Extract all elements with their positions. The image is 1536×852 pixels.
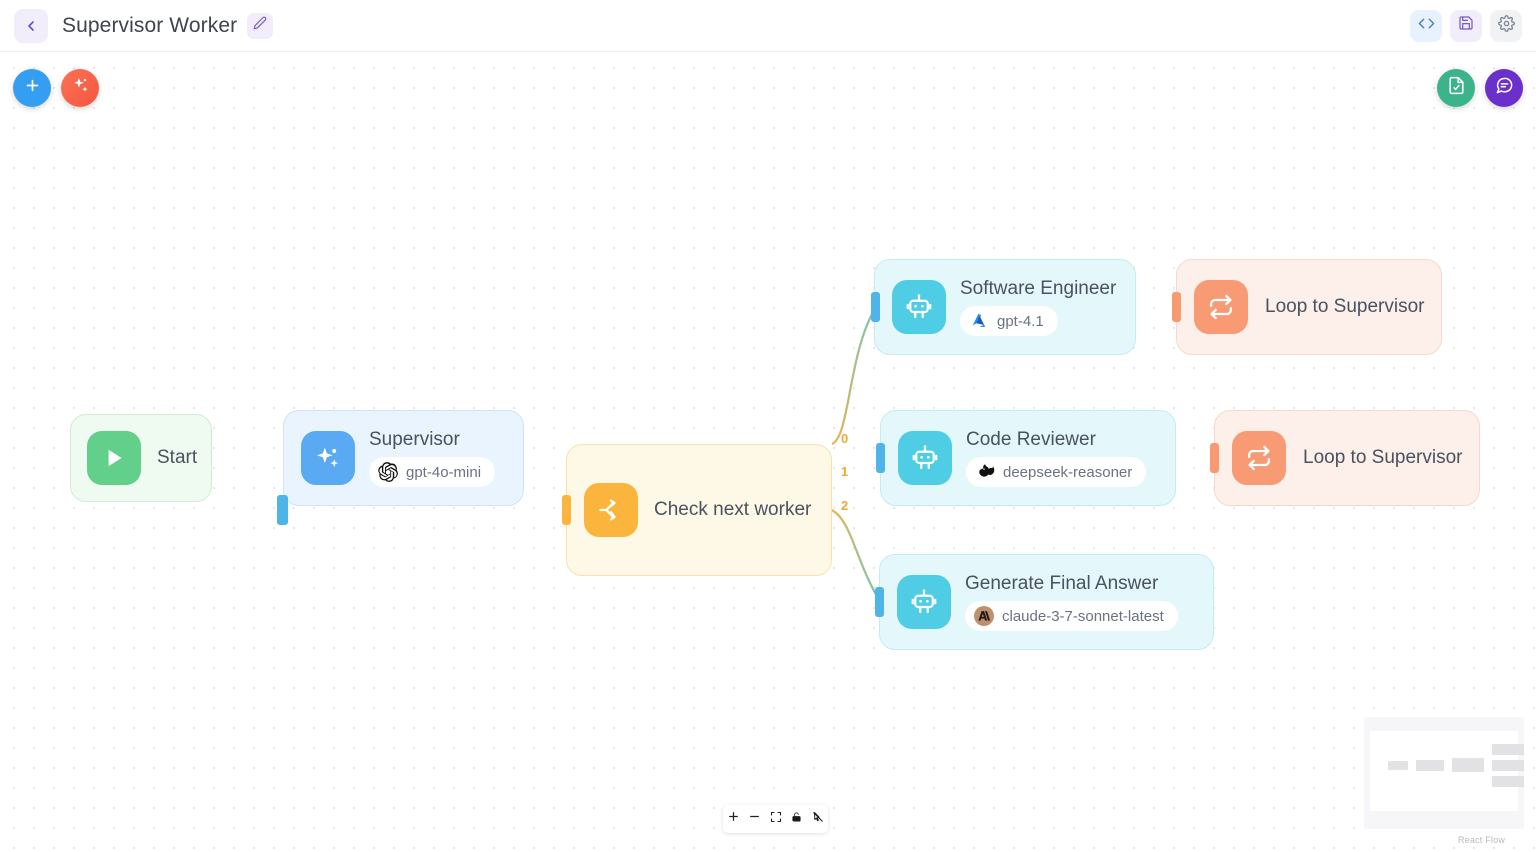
node-title: Loop to Supervisor: [1303, 447, 1463, 468]
minimap-node: [1492, 744, 1524, 755]
node-body: Supervisor gpt-4o-mini: [369, 429, 496, 487]
node-body: Software Engineer gpt-4.1: [960, 278, 1116, 336]
model-name: gpt-4o-mini: [406, 463, 482, 481]
branch-label-1: 1: [841, 464, 849, 479]
ai-generate-button[interactable]: [61, 69, 99, 107]
openai-logo-icon: [378, 462, 398, 482]
anthropic-logo-icon: [974, 606, 994, 626]
lock-icon: [791, 810, 802, 828]
settings-button[interactable]: [1490, 9, 1522, 42]
branch-label-2: 2: [841, 498, 849, 513]
plus-icon: [24, 77, 41, 99]
minimap-node: [1492, 760, 1524, 771]
document-check-icon: [1447, 76, 1466, 100]
node-icon-robot: [897, 575, 951, 629]
branch-label-0: 0: [841, 431, 849, 446]
azure-logo-icon: [969, 311, 989, 331]
page-title: Supervisor Worker: [62, 13, 238, 37]
model-chip[interactable]: gpt-4.1: [960, 306, 1058, 336]
chat-button[interactable]: [1485, 69, 1523, 107]
model-chip[interactable]: deepseek-reasoner: [966, 457, 1147, 487]
handle-loop2-target[interactable]: [1210, 443, 1219, 473]
node-title: Start: [157, 447, 198, 468]
node-icon-play: [87, 431, 141, 485]
handle-software-engineer-target[interactable]: [871, 292, 880, 322]
gear-icon: [1497, 14, 1515, 37]
minimap-node: [1492, 776, 1524, 787]
node-title: Generate Final Answer: [965, 573, 1159, 594]
pointer-off-icon: [812, 810, 824, 828]
interactivity-button[interactable]: [807, 806, 828, 832]
node-title: Software Engineer: [960, 278, 1117, 299]
floppy-disk-icon: [1458, 15, 1474, 36]
pencil-icon: [253, 16, 267, 35]
node-icon-branch: [584, 483, 638, 537]
handle-final-answer-target[interactable]: [875, 587, 884, 617]
node-title: Check next worker: [654, 499, 812, 520]
code-brackets-icon: [1418, 15, 1435, 37]
minus-icon: [748, 810, 761, 828]
handle-supervisor-target[interactable]: [279, 495, 288, 525]
model-name: gpt-4.1: [997, 312, 1044, 330]
chat-bubble-icon: [1495, 76, 1514, 100]
node-icon-loop: [1194, 280, 1248, 334]
edges-layer: [212, 305, 1214, 603]
run-checklist-button[interactable]: [1437, 69, 1475, 107]
node-icon-robot: [892, 280, 946, 334]
node-software-engineer[interactable]: Software Engineer gpt-4.1: [874, 259, 1136, 355]
node-generate-final-answer[interactable]: Generate Final Answer claude-3-7-sonnet-…: [879, 554, 1214, 650]
node-start[interactable]: Start: [70, 414, 212, 502]
header-actions: [1410, 9, 1522, 42]
zoom-out-button[interactable]: [744, 806, 765, 832]
handle-loop1-target[interactable]: [1172, 292, 1181, 322]
node-body: Check next worker: [654, 499, 811, 521]
node-check-next-worker[interactable]: Check next worker: [566, 444, 832, 576]
flow-canvas[interactable]: Start Supervisor gpt-4o-mini Check next …: [0, 52, 1536, 852]
node-body: Code Reviewer deepseek-reasoner: [966, 429, 1147, 487]
zoom-in-button[interactable]: [723, 806, 744, 832]
handle-code-reviewer-target[interactable]: [876, 443, 885, 473]
node-loop-to-supervisor-1[interactable]: Loop to Supervisor: [1176, 259, 1442, 355]
add-node-button[interactable]: [13, 69, 51, 107]
node-body: Generate Final Answer claude-3-7-sonnet-…: [965, 573, 1178, 631]
flow-controls: [723, 805, 828, 833]
model-name: deepseek-reasoner: [1003, 463, 1133, 481]
edit-title-button[interactable]: [247, 12, 274, 39]
node-title: Code Reviewer: [966, 429, 1096, 450]
handle-check-target[interactable]: [562, 495, 571, 525]
back-button[interactable]: [14, 8, 48, 43]
node-body: Loop to Supervisor: [1303, 447, 1463, 469]
plus-icon: [727, 810, 740, 828]
node-body: Loop to Supervisor: [1265, 296, 1425, 318]
deepseek-logo-icon: [975, 462, 995, 482]
node-body: Start: [157, 447, 197, 469]
node-supervisor[interactable]: Supervisor gpt-4o-mini: [283, 410, 524, 506]
app-header: Supervisor Worker: [0, 0, 1536, 52]
fit-view-icon: [770, 810, 782, 828]
react-flow-attribution: React Flow: [1458, 835, 1506, 845]
chevron-left-icon: [23, 18, 39, 34]
model-name: claude-3-7-sonnet-latest: [1002, 607, 1164, 625]
minimap-viewport: [1370, 731, 1524, 811]
fit-view-button[interactable]: [765, 806, 786, 832]
node-icon-loop: [1232, 431, 1286, 485]
save-button[interactable]: [1450, 9, 1482, 42]
minimap-node: [1452, 758, 1484, 772]
minimap-node: [1416, 760, 1444, 771]
minimap-node: [1388, 761, 1408, 770]
model-chip[interactable]: gpt-4o-mini: [369, 457, 496, 487]
node-icon-sparkles: [301, 431, 355, 485]
code-view-button[interactable]: [1410, 9, 1442, 42]
model-chip[interactable]: claude-3-7-sonnet-latest: [965, 601, 1178, 631]
node-title: Loop to Supervisor: [1265, 296, 1425, 317]
lock-button[interactable]: [786, 806, 807, 832]
node-title: Supervisor: [369, 429, 460, 450]
minimap[interactable]: [1364, 717, 1524, 829]
node-code-reviewer[interactable]: Code Reviewer deepseek-reasoner: [880, 410, 1176, 506]
node-icon-robot: [898, 431, 952, 485]
node-loop-to-supervisor-2[interactable]: Loop to Supervisor: [1214, 410, 1480, 506]
sparkles-icon: [71, 76, 90, 100]
